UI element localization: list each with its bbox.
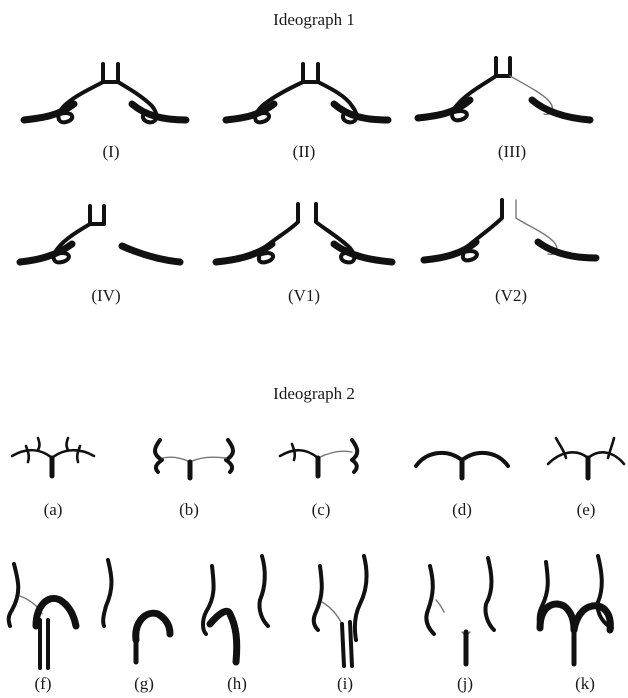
vessel-diagram-i [314, 556, 367, 666]
vessel-diagram-e [548, 438, 624, 478]
vessel-diagram-k [539, 556, 612, 664]
vessel-diagram-V2 [424, 200, 596, 260]
vessel-diagram-h [203, 556, 268, 662]
vessel-diagram-I [24, 64, 186, 122]
vessel-diagram-b [155, 440, 233, 478]
vessel-diagram-f [9, 564, 76, 668]
vessel-diagram-g [103, 560, 170, 662]
vessel-diagram-IV [20, 206, 180, 262]
vessel-diagram-a [12, 438, 94, 476]
vessel-diagram-j [426, 558, 494, 664]
vessel-diagram-c [280, 440, 357, 476]
vessel-diagram-III [418, 58, 590, 120]
vessel-diagram-II [226, 64, 388, 122]
vessel-diagram-V1 [216, 204, 392, 262]
vessel-diagram-d [416, 453, 508, 478]
